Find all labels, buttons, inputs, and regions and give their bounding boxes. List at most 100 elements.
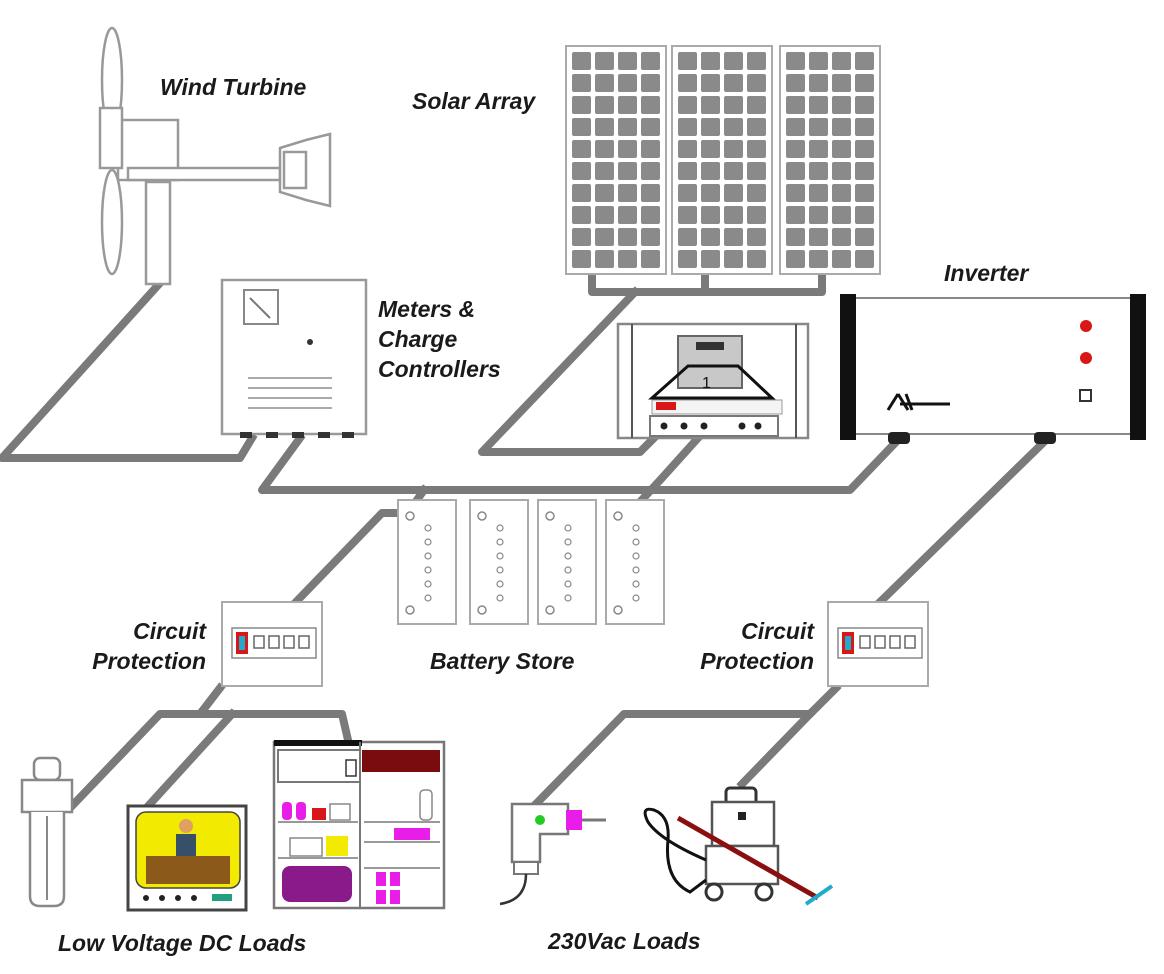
battery-cell-cap	[424, 580, 432, 588]
battery-cell-cap	[564, 538, 572, 546]
solar-cell	[747, 74, 766, 92]
solar-cell	[809, 250, 828, 268]
solar-cell	[641, 162, 660, 180]
cables	[0, 268, 1052, 814]
solar-cell	[786, 74, 805, 92]
solar-cell	[595, 140, 614, 158]
battery-store-icon	[397, 499, 665, 625]
solar-cell	[747, 140, 766, 158]
solar-cell	[678, 206, 697, 224]
battery-cell-cap	[632, 580, 640, 588]
meters-label-line2: Charge	[378, 326, 458, 352]
solar-array-icon	[565, 45, 881, 275]
main-breaker-toggle	[239, 636, 245, 650]
solar-cell	[747, 184, 766, 202]
solar-cell	[832, 184, 851, 202]
solar-cell	[595, 250, 614, 268]
battery-cell-cap	[424, 566, 432, 574]
solar-cell	[595, 96, 614, 114]
solar-cell	[701, 162, 720, 180]
battery-cell-cap	[564, 580, 572, 588]
battery-cell-cap	[564, 524, 572, 532]
solar-cell	[595, 74, 614, 92]
battery-terminal	[477, 511, 487, 521]
solar-cell	[809, 140, 828, 158]
battery-case	[469, 499, 529, 625]
solar-cell	[832, 162, 851, 180]
solar-cell	[618, 250, 637, 268]
cable-dc-tv	[196, 710, 353, 745]
breaker-switch	[253, 635, 265, 649]
solar-cell	[618, 118, 637, 136]
ac-symbol	[886, 393, 950, 411]
solar-regulator-icon: 1	[616, 322, 810, 440]
solar-cell	[701, 74, 720, 92]
inverter-label: Inverter	[944, 260, 1029, 286]
solar-cell	[701, 206, 720, 224]
solar-cell	[809, 118, 828, 136]
solar-cell	[641, 206, 660, 224]
solar-cell	[618, 96, 637, 114]
solar-cell	[595, 228, 614, 246]
indicator-light-middle	[1080, 352, 1092, 364]
battery-terminal	[613, 605, 623, 615]
solar-cell	[641, 184, 660, 202]
solar-cell	[572, 250, 591, 268]
battery-terminal	[545, 511, 555, 521]
solar-cell	[595, 118, 614, 136]
solar-cell	[701, 228, 720, 246]
solar-cell	[786, 96, 805, 114]
solar-cell	[618, 140, 637, 158]
solar-cell	[786, 206, 805, 224]
solar-cell	[641, 250, 660, 268]
battery-cell-cap	[496, 566, 504, 574]
solar-cell	[618, 52, 637, 70]
solar-cell	[572, 140, 591, 158]
battery-cell-cap	[632, 594, 640, 602]
solar-cell	[855, 96, 874, 114]
solar-cell	[618, 184, 637, 202]
solar-cell	[786, 118, 805, 136]
solar-cell	[595, 206, 614, 224]
drill-icon	[499, 802, 606, 906]
battery-terminal	[477, 605, 487, 615]
solar-cell	[747, 162, 766, 180]
solar-cell	[701, 250, 720, 268]
breaker-switch	[283, 635, 295, 649]
solar-cell	[701, 140, 720, 158]
inverter-switch	[1079, 389, 1092, 402]
solar-cell	[809, 74, 828, 92]
solar-cell	[832, 250, 851, 268]
battery-terminal	[405, 605, 415, 615]
circuit-protection-left-icon	[221, 601, 323, 687]
solar-cell	[724, 250, 743, 268]
battery-cell-cap	[564, 552, 572, 560]
inverter-icon	[840, 294, 1146, 444]
solar-cell	[701, 184, 720, 202]
circuit-protection-left-label-line2: Protection	[92, 648, 206, 674]
solar-cell	[701, 96, 720, 114]
breaker-switch	[298, 635, 310, 649]
solar-cell	[595, 162, 614, 180]
battery-cell-cap	[496, 552, 504, 560]
indicator-light-top	[1080, 320, 1092, 332]
solar-panel-2	[671, 45, 773, 275]
battery-cell-cap	[424, 552, 432, 560]
solar-cell	[855, 250, 874, 268]
solar-cell	[678, 184, 697, 202]
cfl-bulb-icon	[20, 756, 74, 908]
solar-cell	[786, 162, 805, 180]
solar-panel-1	[565, 45, 667, 275]
battery-1	[397, 499, 457, 625]
solar-cell	[724, 206, 743, 224]
solar-panel-3	[779, 45, 881, 275]
solar-cell	[572, 74, 591, 92]
solar-cell	[832, 206, 851, 224]
solar-cell	[641, 228, 660, 246]
battery-terminal	[545, 605, 555, 615]
cable-dc-loads	[64, 682, 226, 814]
circuit-protection-right-icon	[827, 601, 929, 687]
breaker-switch	[904, 635, 916, 649]
cable-ac-loads	[528, 682, 842, 812]
